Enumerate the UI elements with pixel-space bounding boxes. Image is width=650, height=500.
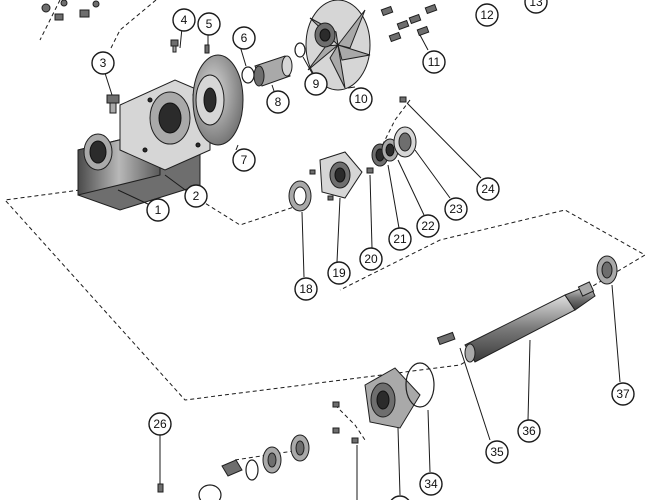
bearing-37 (596, 255, 618, 285)
svg-text:35: 35 (490, 445, 504, 459)
svg-text:37: 37 (616, 387, 630, 401)
housing-body (77, 79, 211, 211)
svg-text:26: 26 (153, 417, 167, 431)
top-left-hardware (41, 0, 100, 21)
svg-text:18: 18 (299, 282, 313, 296)
housing-bolts (332, 401, 359, 444)
shaft-key (436, 331, 456, 346)
callout-24: 24 (476, 177, 500, 201)
callout-10: 10 (349, 87, 373, 111)
bearing-housing (364, 362, 435, 429)
callout-13: 13 (524, 0, 548, 14)
svg-text:36: 36 (522, 424, 536, 438)
svg-text:9: 9 (313, 77, 320, 91)
callout-22: 22 (416, 214, 440, 238)
callout-6: 6 (232, 26, 256, 50)
svg-text:4: 4 (181, 13, 188, 27)
callout-23: 23 (444, 197, 468, 221)
svg-text:8: 8 (275, 95, 282, 109)
svg-text:2: 2 (193, 189, 200, 203)
seal-ring (288, 180, 312, 212)
callout-9: 9 (304, 72, 328, 96)
svg-text:11: 11 (428, 55, 441, 69)
callout-19: 19 (327, 261, 351, 285)
callout-2: 2 (184, 184, 208, 208)
drive-shaft (464, 281, 596, 363)
callout-37: 37 (611, 382, 635, 406)
callout-5: 5 (197, 12, 221, 36)
screw-set (380, 3, 438, 43)
svg-text:34: 34 (424, 477, 438, 491)
svg-text:24: 24 (481, 182, 495, 196)
callout-1: 1 (146, 198, 170, 222)
svg-text:20: 20 (364, 252, 378, 266)
svg-text:21: 21 (393, 232, 407, 246)
svg-text:22: 22 (421, 219, 435, 233)
impeller (305, 0, 371, 91)
callout-8: 8 (266, 90, 290, 114)
svg-text:7: 7 (241, 153, 248, 167)
bolt-and-pin (170, 39, 210, 54)
svg-text:1: 1 (155, 203, 162, 217)
callout-36: 36 (517, 419, 541, 443)
breather-plug (106, 94, 120, 114)
callout-35: 35 (485, 440, 509, 464)
callout-3: 3 (91, 51, 115, 75)
callout-12: 12 (475, 3, 499, 27)
callout-20: 20 (359, 247, 383, 271)
svg-text:19: 19 (332, 266, 346, 280)
bearing-stack (366, 96, 417, 174)
seal-plate (309, 151, 363, 201)
o-ring-9 (294, 42, 306, 58)
callout-partial-bottom (390, 495, 410, 500)
callout-34: 34 (419, 472, 443, 496)
callout-7: 7 (232, 148, 256, 172)
callout-26: 26 (148, 412, 172, 436)
svg-text:23: 23 (449, 202, 463, 216)
svg-text:3: 3 (100, 56, 107, 70)
svg-text:10: 10 (354, 92, 368, 106)
callout-11: 11 (422, 50, 446, 74)
adapter-plate (192, 54, 244, 146)
leader-lines (103, 27, 621, 500)
bottom-bearings (157, 434, 310, 500)
o-ring-6 (241, 66, 255, 84)
shaft-sleeve (253, 55, 293, 87)
svg-text:13: 13 (529, 0, 543, 9)
callout-21: 21 (388, 227, 412, 251)
callout-4: 4 (172, 8, 196, 32)
callout-18: 18 (294, 277, 318, 301)
svg-text:12: 12 (480, 8, 494, 22)
svg-text:6: 6 (241, 31, 248, 45)
svg-text:5: 5 (206, 17, 213, 31)
